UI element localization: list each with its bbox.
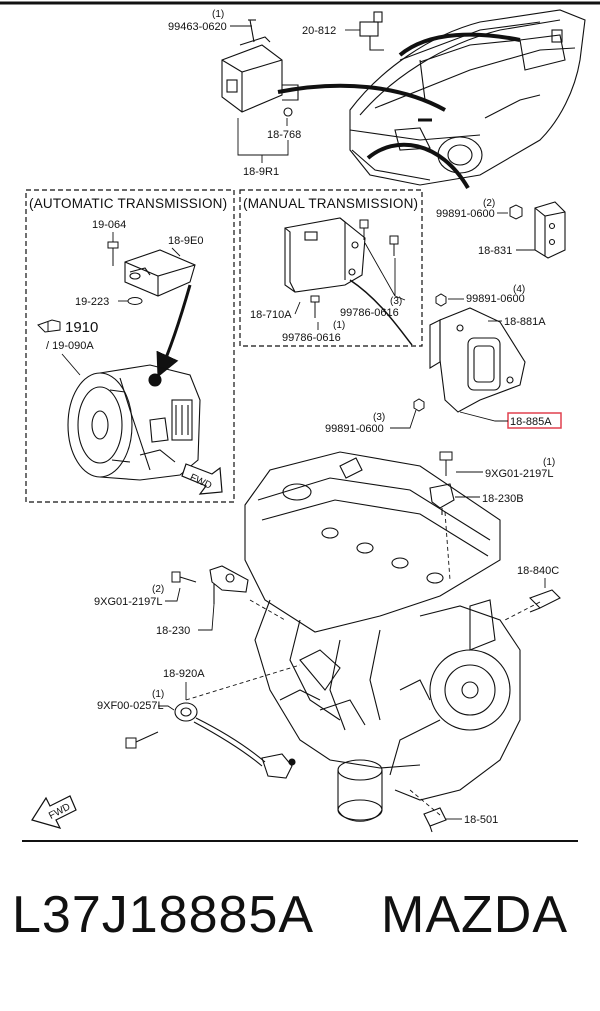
- sensor-18-840C-illustration: [529, 589, 561, 613]
- bracket-18-831-illustration: [534, 201, 566, 259]
- pointer-arc-engine: [366, 142, 470, 190]
- label-18-885A: 18-885A: [510, 416, 552, 428]
- bolt-9XG01-a-illustration: [439, 451, 453, 476]
- sensor-18-920A-illustration: [174, 702, 296, 779]
- label-99786-0616-b: 99786-0616: [282, 332, 341, 344]
- qty-99891-c: (3): [373, 412, 385, 423]
- control-module-illustration: [221, 19, 299, 117]
- label-18-920A: 18-920A: [163, 668, 205, 680]
- bracket-18-881A-illustration: [429, 307, 526, 413]
- pointer-arc-sensor: [398, 32, 521, 57]
- sensor-18-230B-illustration: [429, 483, 455, 515]
- label-99891-0600-c: 99891-0600: [325, 423, 384, 435]
- label-18-840C: 18-840C: [517, 565, 559, 577]
- automatic-transmission-heading: (AUTOMATIC TRANSMISSION): [29, 196, 227, 211]
- reference-hand-icon: [37, 319, 61, 333]
- caption-brand: MAZDA: [381, 886, 568, 944]
- parts-diagram: (1) 99463-0620 20-812 18-768 18-9R1 (AUT…: [0, 1, 600, 842]
- qty-9XF00: (1): [152, 689, 164, 700]
- label-99463-0620: 99463-0620: [168, 21, 227, 33]
- engine-dashed-leaders: [185, 511, 541, 816]
- caption-part-number: L37J18885A: [12, 886, 315, 944]
- label-18-831: 18-831: [478, 245, 512, 257]
- qty-99891-b: (4): [513, 284, 525, 295]
- bolt-9XG01-b-illustration: [171, 571, 197, 583]
- label-18-768: 18-768: [267, 129, 301, 141]
- label-9XF00-0257L: 9XF00-0257L: [97, 700, 164, 712]
- bolt-9XF00-illustration: [125, 731, 159, 749]
- bracket-18-710A-illustration: [284, 217, 366, 293]
- label-99891-0600-a: 99891-0600: [436, 208, 495, 220]
- automatic-transmission-box: [25, 189, 235, 503]
- label-18-710A: 18-710A: [250, 309, 292, 321]
- manual-transmission-box: [239, 189, 423, 347]
- label-9XG01-2197L-b: 9XG01-2197L: [94, 596, 163, 608]
- engine-illustration: [244, 451, 521, 822]
- qty-99786-b: (1): [333, 320, 345, 331]
- washer-19-223-illustration: [127, 297, 143, 305]
- qty-99786-a: (3): [390, 296, 402, 307]
- tcm-module-illustration: [124, 249, 196, 297]
- pointer-arc-relay: [277, 83, 446, 112]
- label-19-090A: / 19-090A: [46, 340, 94, 352]
- label-19-223: 19-223: [75, 296, 109, 308]
- nut-99891-illustration: [413, 204, 523, 412]
- sensor-18-230-illustration: [209, 565, 249, 604]
- vehicle-illustration: [349, 9, 586, 186]
- label-18-881A: 18-881A: [504, 316, 546, 328]
- sensor-18-501-illustration: [423, 807, 447, 833]
- caption: L37J18885A MAZDA: [0, 885, 600, 985]
- automatic-transmission-illustration: [67, 364, 201, 481]
- sensor-20-812-illustration: [359, 11, 384, 51]
- label-19-064: 19-064: [92, 219, 126, 231]
- bolt-99786-illustration: [310, 219, 399, 318]
- highlight-box-18-885A: [507, 412, 562, 429]
- label-18-9R1: 18-9R1: [243, 166, 279, 178]
- label-20-812: 20-812: [302, 25, 336, 37]
- label-1910: 1910: [65, 319, 98, 336]
- fwd-arrow-engine: FWD: [31, 795, 77, 829]
- label-99891-0600-b: 99891-0600: [466, 293, 525, 305]
- qty-9XG01-b: (2): [152, 584, 164, 595]
- qty-9XG01-a: (1): [543, 457, 555, 468]
- fwd-text-engine: FWD: [47, 802, 72, 822]
- label-18-9E0: 18-9E0: [168, 235, 203, 247]
- label-9XG01-2197L-a: 9XG01-2197L: [485, 468, 554, 480]
- qty-99463: (1): [212, 9, 224, 20]
- manual-transmission-heading: (MANUAL TRANSMISSION): [243, 196, 418, 211]
- fwd-arrow-auto: FWD: [181, 463, 223, 495]
- label-18-501: 18-501: [464, 814, 498, 826]
- label-18-230B: 18-230B: [482, 493, 524, 505]
- bolt-19-064-illustration: [107, 241, 119, 266]
- qty-99891-a: (2): [483, 198, 495, 209]
- label-18-230: 18-230: [156, 625, 190, 637]
